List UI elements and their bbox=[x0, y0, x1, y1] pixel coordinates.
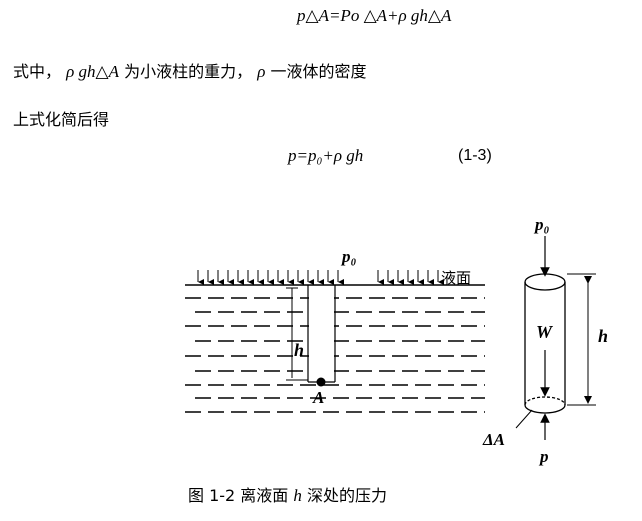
caption-suffix: 深处的压力 bbox=[307, 486, 388, 505]
equation-2: p=p₀+ρ gh bbox=[288, 146, 364, 165]
cylinder-element bbox=[524, 273, 566, 414]
depth-dimension-left bbox=[286, 287, 308, 381]
equation-2-number: (1-3) bbox=[458, 147, 492, 164]
label-delta-a: ΔA bbox=[482, 430, 505, 449]
column-interior bbox=[309, 290, 334, 381]
surface-pressure-arrows bbox=[197, 270, 444, 285]
label-h-right: h bbox=[598, 326, 608, 346]
label-p-bottom: p bbox=[538, 447, 549, 466]
label-p0-right: p₀ bbox=[533, 215, 550, 234]
area-leader-line bbox=[515, 409, 533, 429]
line2-prefix: 式中， bbox=[13, 62, 62, 81]
label-h-left: h bbox=[294, 340, 304, 360]
point-a-marker bbox=[316, 377, 326, 387]
line2-middle: 为小液柱的重力， bbox=[124, 62, 253, 81]
text-line-definitions: 式中， ρ gh△A 为小液柱的重力， ρ 一液体的密度 bbox=[13, 58, 366, 82]
label-a: A bbox=[312, 388, 324, 407]
pressure-figure: p₀ 液面 h A p₀ W h ΔA p bbox=[185, 215, 608, 466]
caption-prefix: 图 1-2 离液面 bbox=[188, 486, 289, 505]
figure-caption: 图 1-2 离液面 h 深处的压力 bbox=[188, 482, 387, 506]
label-w: W bbox=[536, 322, 554, 342]
line2-suffix: 一液体的密度 bbox=[270, 62, 367, 81]
line2-rho: ρ bbox=[257, 62, 266, 81]
caption-math: h bbox=[293, 486, 302, 505]
label-p0-top: p₀ bbox=[340, 247, 357, 266]
height-dimension-right bbox=[567, 273, 596, 406]
equation-1: p△A=Po △A+ρ gh△A bbox=[297, 6, 452, 25]
text-line-simplify: 上式化简后得 bbox=[13, 110, 110, 129]
label-liquid-surface: 液面 bbox=[441, 269, 471, 287]
line2-weight-term: ρ gh△A bbox=[66, 62, 119, 81]
